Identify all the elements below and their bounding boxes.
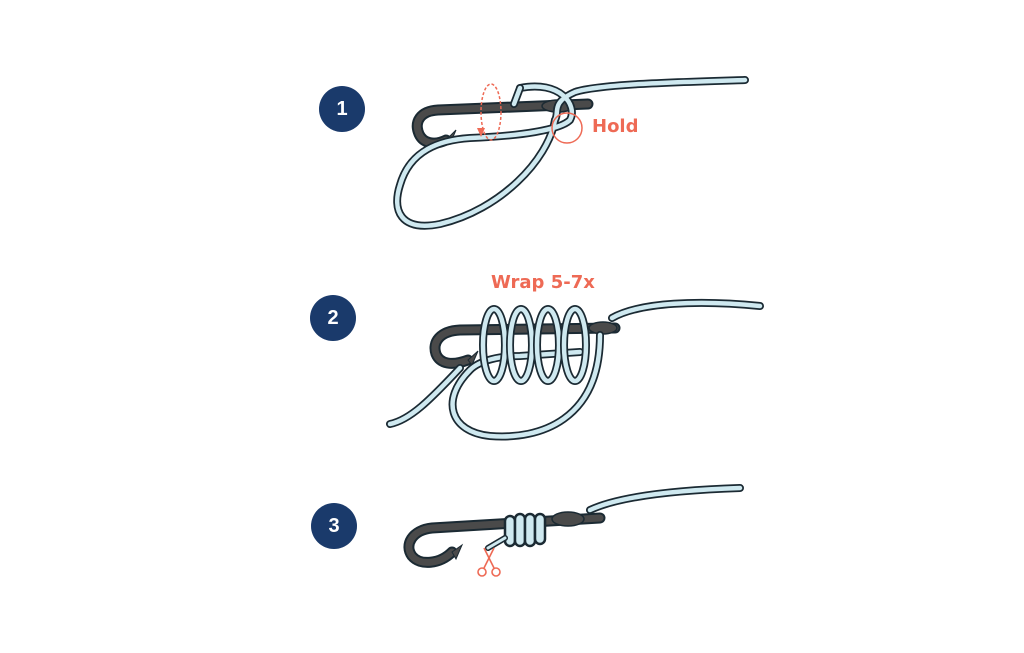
- step-3-badge: 3: [311, 503, 357, 549]
- rotate-arrow-icon: [477, 83, 502, 141]
- wraps: [479, 305, 590, 385]
- step-2-illustration: [386, 298, 764, 441]
- step-2-hook: [429, 321, 621, 369]
- scissors-icon: [477, 547, 501, 577]
- wrap-label: Wrap 5-7x: [491, 272, 595, 293]
- step-2-line: [386, 298, 764, 441]
- step-3-hook: [403, 511, 606, 568]
- knot-coils: [503, 512, 547, 548]
- step-2-badge: 2: [310, 295, 356, 341]
- hold-indicator-icon: [551, 112, 583, 144]
- step-1-badge: 1: [319, 86, 365, 132]
- step-1-line: [393, 76, 749, 230]
- step-3-illustration: [403, 484, 744, 577]
- step-1-illustration: [393, 76, 749, 230]
- step-3-line: [485, 484, 744, 551]
- hold-label: Hold: [592, 116, 639, 137]
